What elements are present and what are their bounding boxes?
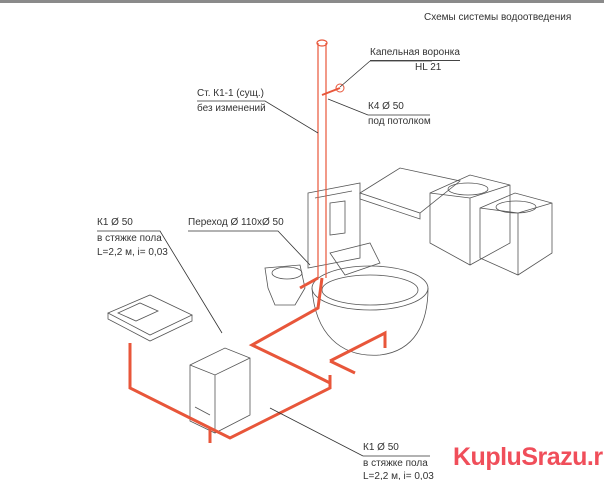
installation-frame xyxy=(307,182,361,269)
wall-bowl xyxy=(329,242,381,276)
transition-label: Переход Ø 110хØ 50 xyxy=(188,217,284,228)
k1-bottom-note: в стяжке пола xyxy=(363,458,428,469)
pipe-k1-bath xyxy=(329,330,387,375)
k4-note: под потолком xyxy=(368,116,431,127)
toilet xyxy=(264,264,306,306)
funnel-label: Капельная воронка xyxy=(370,47,460,61)
funnel-model: HL 21 xyxy=(415,62,442,73)
pipe-toilet xyxy=(299,276,319,290)
diagram-drawing xyxy=(97,39,553,457)
bathtub-inner xyxy=(321,274,419,306)
fixtures xyxy=(107,167,553,434)
washing-machine xyxy=(189,347,251,434)
machine-handle xyxy=(194,406,211,416)
k1-top-params: L=2,2 м, i= 0,03 xyxy=(97,247,168,258)
k1-bottom-params: L=2,2 м, i= 0,03 xyxy=(363,471,434,480)
vanity-left xyxy=(429,174,511,266)
bathtub xyxy=(311,265,429,311)
k1-bottom-label: К1 Ø 50 xyxy=(363,442,399,453)
bathtub-body xyxy=(311,287,429,356)
sink-left xyxy=(447,182,489,196)
vanity-right xyxy=(479,192,553,276)
pipe-k1-kitchen xyxy=(128,277,332,440)
shower-tray xyxy=(359,167,461,220)
sink-right xyxy=(495,200,537,214)
toilet-seat xyxy=(271,266,303,280)
leader-lines xyxy=(97,60,432,457)
riser-top xyxy=(316,39,328,47)
k4-label: К4 Ø 50 xyxy=(368,101,404,112)
k1-top-label: К1 Ø 50 xyxy=(97,217,133,228)
pipe-k4 xyxy=(321,87,341,96)
drip-funnel xyxy=(335,83,345,93)
riser-label: Ст. К1-1 (сущ.) xyxy=(197,88,264,99)
watermark: KupluSrazu.ru xyxy=(453,443,604,471)
riser-note: без изменений xyxy=(197,103,266,114)
riser-k1-1 xyxy=(317,43,327,278)
sink-bowl xyxy=(117,302,159,322)
kitchen-sink xyxy=(107,294,193,342)
pipes xyxy=(128,39,387,443)
k1-top-note: в стяжке пола xyxy=(97,233,162,244)
diagram-title: Схемы системы водоотведения xyxy=(424,12,572,23)
